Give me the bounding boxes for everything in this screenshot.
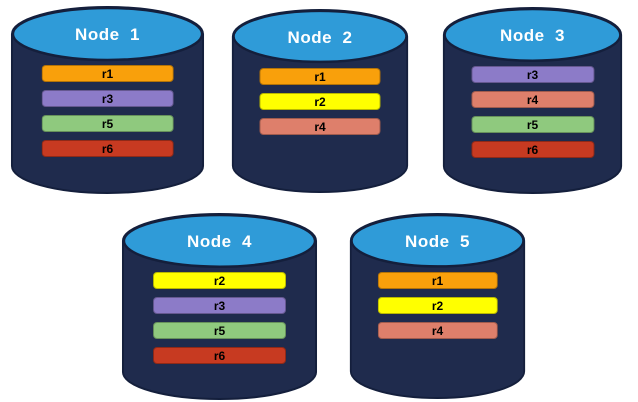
replica-bar-r3: r3 (152, 297, 287, 314)
replica-list: r1 r2 r4 (377, 272, 498, 339)
cylinder-top-face (350, 213, 525, 268)
replica-bar-r1: r1 (259, 68, 381, 85)
node-5: Node 5 r1 r2 r4 (349, 212, 526, 400)
replica-bar-r3: r3 (470, 66, 595, 83)
replica-bar-r1: r1 (41, 65, 174, 82)
replica-bar-r6: r6 (41, 140, 174, 157)
cylinder-top-face (443, 7, 622, 62)
replica-list: r3 r4 r5 r6 (470, 66, 595, 158)
node-4: Node 4 r2 r3 r5 r6 (121, 212, 318, 401)
node-title: Node 4 (187, 232, 252, 251)
cylinder-top-face (122, 213, 317, 268)
replica-list: r1 r2 r4 (259, 68, 381, 135)
replica-bar-r2: r2 (152, 272, 287, 289)
replica-bar-r5: r5 (152, 322, 287, 339)
replica-bar-r5: r5 (41, 115, 174, 132)
replica-list: r2 r3 r5 r6 (152, 272, 287, 364)
replica-bar-r4: r4 (259, 118, 381, 135)
node-title: Node 3 (500, 26, 565, 45)
replica-bar-r4: r4 (377, 322, 498, 339)
node-3: Node 3 r3 r4 r5 r6 (442, 6, 623, 195)
node-2: Node 2 r1 r2 r4 (231, 8, 409, 194)
node-title: Node 1 (75, 25, 140, 44)
replica-bar-r2: r2 (377, 297, 498, 314)
replica-bar-r4: r4 (470, 91, 595, 108)
cylinder-top-face (232, 9, 408, 64)
replica-bar-r6: r6 (470, 141, 595, 158)
replica-bar-r3: r3 (41, 90, 174, 107)
replica-bar-r2: r2 (259, 93, 381, 110)
replica-bar-r5: r5 (470, 116, 595, 133)
cylinder-top-face (11, 6, 204, 62)
replica-bar-r1: r1 (377, 272, 498, 289)
node-title: Node 2 (287, 28, 353, 47)
replica-bar-r6: r6 (152, 347, 287, 364)
replica-list: r1 r3 r5 r6 (41, 65, 174, 157)
node-title: Node 5 (405, 232, 470, 251)
node-1: Node 1 r1 r3 r5 r6 (10, 5, 205, 195)
